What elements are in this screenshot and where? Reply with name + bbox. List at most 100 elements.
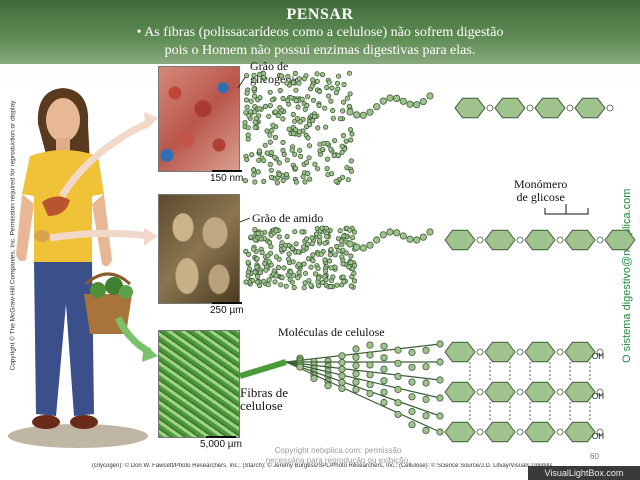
- visuallightbox-badge[interactable]: VisualLightBox.com: [528, 466, 640, 480]
- glycogen-bead: [242, 178, 248, 184]
- cellulose-strand: [285, 361, 441, 399]
- glycogen-bead: [296, 80, 302, 86]
- glycogen-bead: [333, 178, 339, 184]
- starch-bead: [337, 228, 343, 234]
- glycogen-bead: [244, 104, 250, 110]
- cellulose-glucose-ring: [484, 341, 516, 363]
- starch-chain-bead: [359, 244, 367, 252]
- glycogen-bead: [256, 148, 263, 154]
- glycogen-bead: [269, 97, 275, 103]
- cellulose-glucose-ring: [484, 381, 516, 403]
- starch-bead: [348, 283, 354, 289]
- starch-chain-bead: [413, 236, 421, 244]
- cellulose-glucose-ring-oxygen: [476, 388, 484, 396]
- glycogen-glucose-ring-oxygen: [566, 104, 574, 112]
- oh-label: OH: [592, 352, 604, 361]
- glycogen-bead: [330, 115, 336, 121]
- cellulose-strand-bead: [394, 410, 402, 418]
- starch-bead: [265, 253, 271, 259]
- glycogen-bead: [268, 149, 274, 156]
- glycogen-bead: [339, 143, 345, 149]
- cellulose-glucose-ring-oxygen: [556, 388, 564, 396]
- watermark: Copyright netxplica.com: permissão neces…: [238, 446, 438, 466]
- cellulose-glucose-ring-oxygen: [516, 428, 524, 436]
- glycogen-bead: [347, 127, 354, 133]
- starch-bead: [341, 278, 347, 285]
- starch-bead: [299, 229, 305, 235]
- glycogen-bead: [267, 89, 273, 95]
- starch-chain-bead: [426, 228, 434, 236]
- cellulose-strand-bead: [408, 363, 416, 371]
- glycogen-bead: [293, 87, 299, 93]
- starch-bead: [334, 282, 340, 288]
- glycogen-glucose-ring-oxygen: [486, 104, 494, 112]
- glycogen-bead: [242, 120, 248, 126]
- glycogen-chain-bead: [419, 98, 427, 106]
- glycogen-bead: [306, 143, 313, 149]
- glycogen-bead: [269, 127, 275, 133]
- starch-bead: [255, 279, 261, 285]
- glycogen-bead: [286, 126, 292, 132]
- glycogen-bead: [333, 90, 339, 96]
- starch-bead: [266, 239, 273, 245]
- cellulose-strand-bead: [352, 378, 360, 386]
- cellulose-strand-bead: [296, 363, 304, 371]
- starch-bead: [351, 270, 357, 276]
- glycogen-bead: [343, 138, 349, 144]
- glycogen-bead: [303, 160, 310, 166]
- glycogen-bead: [244, 156, 250, 163]
- watermark-line2: necessária para reprodução ou exibição.: [265, 456, 411, 465]
- glycogen-bead: [301, 76, 307, 82]
- starch-glucose-ring: [444, 229, 476, 251]
- cellulose-strand-bead: [338, 365, 346, 373]
- starch-bead: [347, 227, 353, 233]
- starch-bead: [273, 254, 279, 260]
- glycogen-bead: [305, 170, 311, 177]
- cellulose-glucose-ring: [524, 421, 556, 443]
- cellulose-glucose-ring: [564, 381, 596, 403]
- glycogen-bead: [252, 124, 258, 131]
- glycogen-bead: [322, 124, 329, 130]
- glycogen-chain-bead: [379, 97, 387, 105]
- image-credits: (Glycogen): © Don W. Fawcett/Photo Resea…: [92, 463, 552, 469]
- glycogen-bead: [348, 158, 354, 164]
- glycogen-micrograph: [158, 66, 240, 172]
- glycogen-bead: [335, 153, 341, 159]
- cellulose-strand-bead: [352, 361, 360, 370]
- cellulose-strand-bead: [422, 395, 430, 403]
- glycogen-bead: [325, 172, 331, 178]
- glycogen-bead: [280, 95, 286, 102]
- glycogen-bead: [251, 72, 257, 78]
- glycogen-bead: [292, 151, 298, 157]
- glycogen-bead: [341, 81, 347, 88]
- glycogen-bead: [345, 177, 351, 183]
- cellulose-glucose-ring: [444, 381, 476, 403]
- starch-bead: [296, 269, 302, 276]
- starch-bead: [322, 268, 329, 274]
- glycogen-bead: [299, 96, 305, 102]
- cellulose-strand-bead: [408, 407, 416, 416]
- starch-bead: [341, 233, 347, 239]
- starch-bead: [293, 241, 299, 247]
- cellulose-strand-bead: [394, 346, 402, 354]
- cellulose-glucose-ring: [444, 421, 476, 443]
- cellulose-strand-bead: [380, 388, 388, 396]
- starch-glucose-ring: [484, 229, 516, 251]
- starch-bead: [302, 280, 308, 286]
- glycogen-bead: [335, 73, 342, 79]
- cellulose-strand-bead: [394, 372, 402, 380]
- glycogen-bead: [315, 125, 321, 131]
- starch-bead: [255, 230, 261, 236]
- cellulose-strand: [285, 361, 441, 433]
- monomer-line1: Monómero: [514, 177, 568, 191]
- starch-bead: [322, 257, 328, 263]
- glycogen-bead: [257, 71, 263, 78]
- starch-bead: [259, 249, 265, 256]
- starch-chain-bead: [373, 236, 381, 244]
- glycogen-glucose-ring-oxygen: [606, 104, 614, 112]
- starch-bead: [330, 274, 336, 280]
- cellulose-strand-bead: [380, 365, 388, 373]
- cellulose-glucose-ring-oxygen: [596, 348, 604, 356]
- starch-bead: [284, 233, 290, 240]
- starch-bead: [328, 265, 334, 271]
